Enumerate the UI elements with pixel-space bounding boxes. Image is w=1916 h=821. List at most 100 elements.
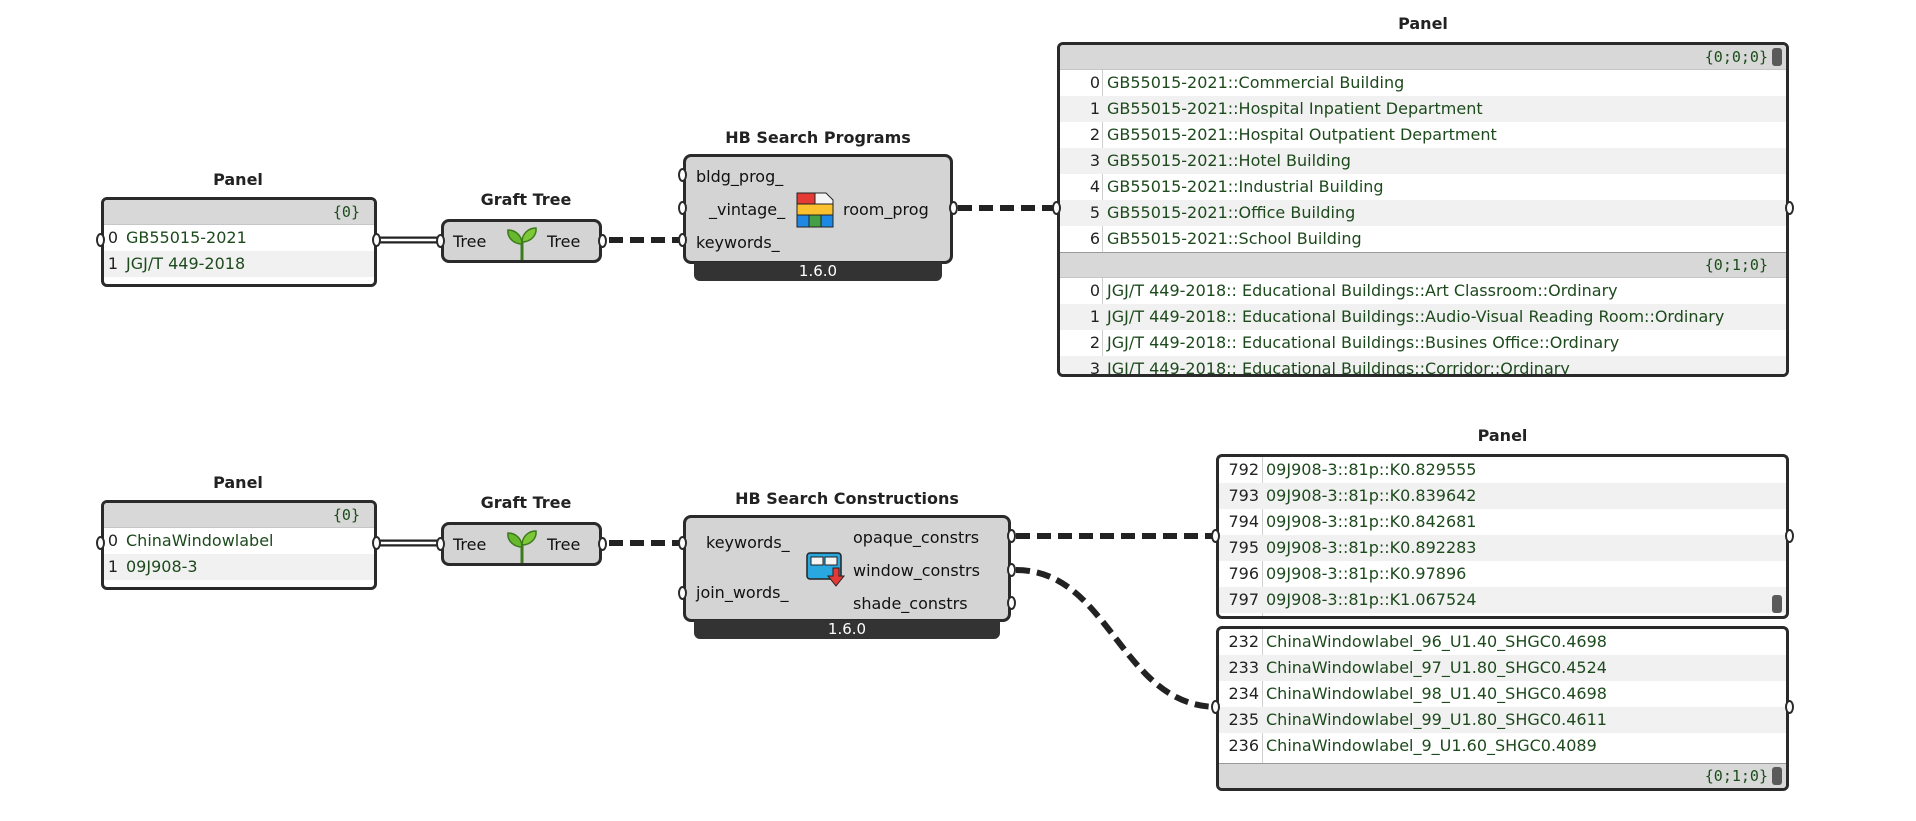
item-index: 792 <box>1228 460 1259 479</box>
item-index: 0 <box>1089 73 1100 92</box>
list-item[interactable]: 1 JGJ/T 449-2018 <box>104 251 374 277</box>
graft-input-port[interactable] <box>436 234 445 248</box>
panel-output-port[interactable] <box>1785 529 1794 543</box>
item-index: 4 <box>1089 177 1100 196</box>
item-value: 09J908-3::81p::K0.829555 <box>1266 460 1477 479</box>
port-join-words[interactable] <box>678 586 687 600</box>
list-item[interactable]: 795 09J908-3::81p::K0.892283 <box>1219 535 1786 561</box>
item-value: 09J908-3::81p::K0.97896 <box>1266 564 1467 583</box>
item-value: GB55015-2021::Office Building <box>1107 203 1356 222</box>
branch-path: {0;1;0} <box>1704 256 1768 274</box>
port-keywords[interactable] <box>678 233 687 247</box>
item-value: ChinaWindowlabel_9_U1.60_SHGC0.4089 <box>1266 736 1597 755</box>
panel-output-port[interactable] <box>372 536 381 550</box>
item-index: 0 <box>107 531 118 550</box>
panel-input-port[interactable] <box>1211 529 1220 543</box>
input-panel-standards[interactable]: {0} 0 GB55015-2021 1 JGJ/T 449-2018 <box>101 197 377 287</box>
item-index: 6 <box>1089 229 1100 248</box>
list-item[interactable]: 0 GB55015-2021 <box>104 225 374 251</box>
list-item[interactable]: 0 GB55015-2021::Commercial Building <box>1060 70 1786 96</box>
port-room-prog[interactable] <box>949 201 958 215</box>
panel-input-port[interactable] <box>1052 201 1061 215</box>
search-constructions-title: HB Search Constructions <box>735 489 959 508</box>
item-value: JGJ/T 449-2018:: Educational Buildings::… <box>1107 359 1570 377</box>
panel-title: Panel <box>1398 14 1448 33</box>
item-value: ChinaWindowlabel <box>126 531 274 550</box>
item-value: GB55015-2021::Commercial Building <box>1107 73 1405 92</box>
graft-output-port[interactable] <box>598 234 607 248</box>
item-index: 5 <box>1089 203 1100 222</box>
panel-output-port[interactable] <box>372 233 381 247</box>
port-vintage[interactable] <box>678 201 687 215</box>
panel-branch-header: {0;1;0} <box>1219 763 1786 788</box>
item-value: JGJ/T 449-2018 <box>126 254 246 273</box>
scrollbar-thumb[interactable] <box>1772 595 1782 613</box>
item-index: 1 <box>1089 99 1100 118</box>
graft-tree-title: Graft Tree <box>480 493 572 512</box>
output-room-prog: room_prog <box>843 200 929 219</box>
panel-output-port[interactable] <box>1785 201 1794 215</box>
item-value: 09J908-3::81p::K0.839642 <box>1266 486 1477 505</box>
branch-path: {0;1;0} <box>1704 767 1768 785</box>
item-index: 795 <box>1228 538 1259 557</box>
input-panel-keywords[interactable]: {0} 0 ChinaWindowlabel 1 09J908-3 <box>101 500 377 590</box>
list-item[interactable]: 0 ChinaWindowlabel <box>104 528 374 554</box>
item-value: 09J908-3::81p::K0.892283 <box>1266 538 1477 557</box>
item-index: 0 <box>107 228 118 247</box>
input-vintage: _vintage_ <box>709 200 786 219</box>
output-shade-constrs: shade_constrs <box>853 594 968 613</box>
input-join-words: join_words_ <box>696 583 789 602</box>
scrollbar-thumb[interactable] <box>1772 48 1782 66</box>
port-bldg-prog[interactable] <box>678 168 687 182</box>
port-opaque-constrs[interactable] <box>1007 529 1016 543</box>
version-bar: 1.6.0 <box>694 620 1000 639</box>
sprout-icon <box>507 530 537 563</box>
list-item[interactable]: 5 GB55015-2021::Office Building <box>1060 200 1786 226</box>
hb-search-constructions-component[interactable]: keywords_ join_words_ opaque_constrs win… <box>683 515 1011 622</box>
item-value: 09J908-3 <box>126 557 198 576</box>
panel-title: Panel <box>1477 426 1528 445</box>
port-keywords[interactable] <box>678 536 687 550</box>
item-index: 2 <box>1089 333 1100 352</box>
hb-search-programs-component[interactable]: bldg_prog_ _vintage_ keywords_ room_prog <box>683 154 953 264</box>
list-item[interactable]: 1 09J908-3 <box>104 554 374 580</box>
branch-path: {0} <box>332 506 360 524</box>
panel-title: Panel <box>213 170 263 189</box>
scrollbar-thumb[interactable] <box>1772 767 1782 785</box>
wire-window-to-panel[interactable] <box>1015 567 1217 710</box>
list-item[interactable]: 792 09J908-3::81p::K0.829555 <box>1219 457 1786 483</box>
search-programs-title: HB Search Programs <box>725 128 911 147</box>
graft-input-port[interactable] <box>436 537 445 551</box>
panel-input-port[interactable] <box>1211 700 1220 714</box>
panel-input-port[interactable] <box>96 233 105 247</box>
graft-output-port[interactable] <box>598 537 607 551</box>
graft-tree-component[interactable]: Tree Tree <box>441 522 602 566</box>
panel-output-port[interactable] <box>1785 700 1794 714</box>
port-window-constrs[interactable] <box>1007 563 1016 577</box>
graft-tree-component[interactable]: Tree Tree <box>441 219 602 263</box>
port-shade-constrs[interactable] <box>1007 596 1016 610</box>
item-index: 234 <box>1228 684 1259 703</box>
panel-input-port[interactable] <box>96 536 105 550</box>
